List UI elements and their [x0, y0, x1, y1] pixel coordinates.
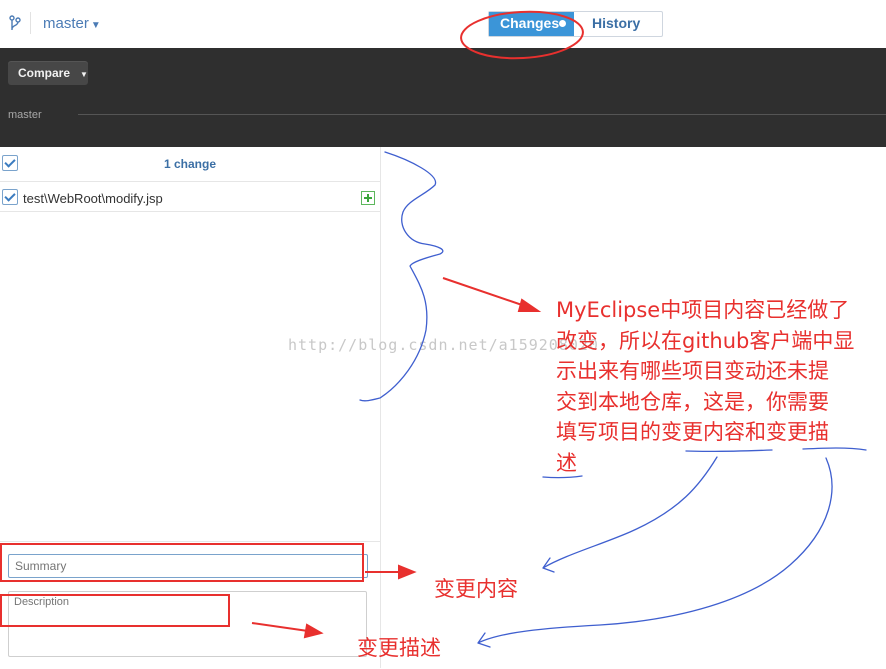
- unsaved-changes-dot-icon: [559, 20, 566, 27]
- view-switcher: Changes History: [488, 11, 663, 37]
- toolbar-divider: [30, 12, 31, 34]
- arrow-to-note: [442, 277, 542, 312]
- branch-name-label: master: [43, 15, 89, 32]
- added-file-icon: [361, 191, 375, 205]
- changes-header: 1 change: [0, 147, 380, 182]
- commit-form: [0, 541, 380, 669]
- file-path: test\WebRoot\modify.jsp: [23, 191, 163, 206]
- tab-history[interactable]: History: [574, 12, 662, 36]
- commit-timeline: Compare ▼ master: [0, 48, 886, 147]
- chevron-down-icon: ▼: [90, 20, 101, 31]
- note-line: 交到本地仓库，这是，你需要: [556, 389, 829, 414]
- select-all-checkbox[interactable]: [2, 155, 18, 171]
- change-count: 1 change: [163, 157, 217, 171]
- chevron-down-icon: ▼: [80, 70, 88, 79]
- branch-selector[interactable]: master▼: [43, 15, 101, 32]
- annotation-note: MyEclipse中项目内容已经做了 改变，所以在github客户端中显 示出来…: [556, 295, 886, 478]
- note-line: 示出来有哪些项目变动还未提: [556, 359, 829, 383]
- description-annotation-label: 变更描述: [357, 636, 441, 660]
- tab-changes[interactable]: Changes: [489, 12, 574, 36]
- file-checkbox[interactable]: [2, 189, 18, 205]
- summary-annotation-label: 变更内容: [434, 577, 518, 601]
- timeline-branch-label: master: [8, 109, 42, 121]
- branch-icon: [9, 15, 21, 30]
- tab-history-label: History: [592, 15, 641, 31]
- timeline-track[interactable]: [78, 114, 886, 115]
- changes-panel: 1 change test\WebRoot\modify.jsp: [0, 147, 381, 668]
- pen-arrow-description: [477, 457, 833, 648]
- compare-button-label: Compare: [18, 66, 71, 80]
- description-input[interactable]: [8, 591, 367, 657]
- top-toolbar: master▼ Changes History: [0, 0, 886, 48]
- note-line: 述: [556, 450, 577, 475]
- note-line: 填写项目的变更内容和变更描: [556, 420, 829, 444]
- note-line: 改变，所以在github客户端中显: [556, 328, 855, 353]
- note-line: MyEclipse中项目内容已经做了: [556, 298, 850, 322]
- tab-changes-label: Changes: [500, 15, 560, 31]
- watermark: http://blog.csdn.net/a159208020: [288, 336, 599, 354]
- list-item[interactable]: test\WebRoot\modify.jsp: [0, 182, 380, 212]
- summary-input[interactable]: [8, 554, 368, 578]
- compare-button[interactable]: Compare ▼: [8, 61, 88, 85]
